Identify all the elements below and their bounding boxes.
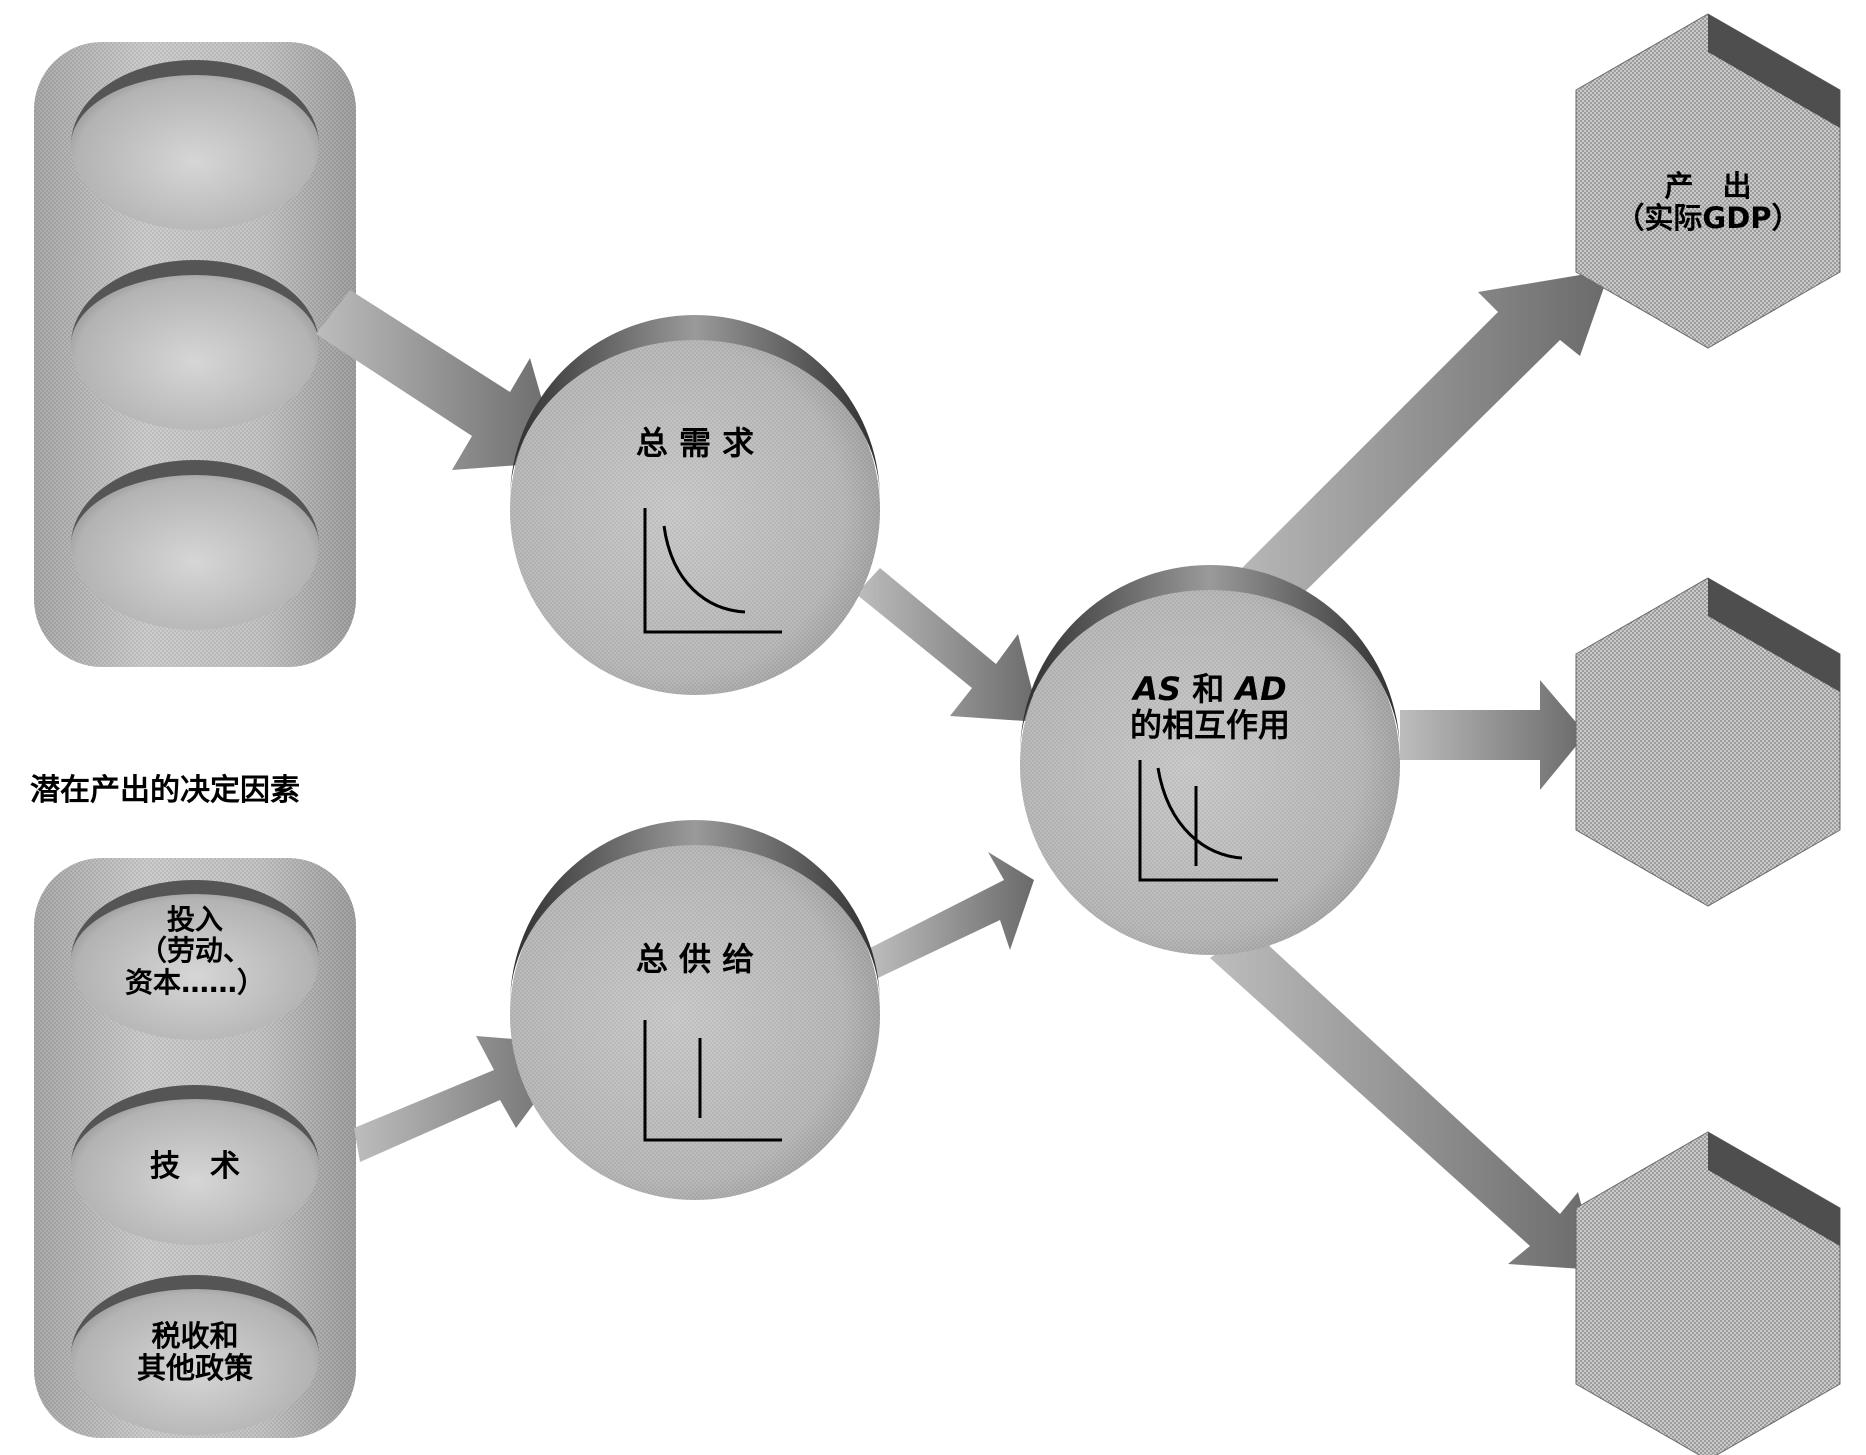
- output-hexagon-1: [1575, 13, 1841, 349]
- ad-abbr: AD: [1235, 670, 1287, 708]
- as-abbr: AS: [1133, 670, 1182, 708]
- output-hexagon-2: [1575, 577, 1841, 907]
- aggregate-supply-sphere: [510, 820, 880, 1200]
- left-top-oval-3: [71, 460, 319, 630]
- aggregate-demand-sphere: [510, 315, 880, 695]
- oval-label-technology: 技 术: [150, 1149, 240, 1184]
- oval-label-inputs: 投入 （劳动、 资本……）: [105, 904, 285, 998]
- left-top-cylinder: [34, 42, 356, 667]
- and-word: 和: [1192, 670, 1225, 708]
- supply-demand-intersection-icon: [1138, 760, 1278, 882]
- output-label-line1: 产 出: [1664, 169, 1752, 203]
- oval-label-inputs-line2: （劳动、: [138, 934, 251, 968]
- output-label-real-gdp: 产 出 （实际GDP）: [1600, 170, 1816, 235]
- interaction-label-line2: 的相互作用: [1129, 705, 1290, 744]
- left-top-oval-2: [71, 260, 319, 430]
- output-hexagon-3: [1575, 1131, 1841, 1455]
- arrow-demand-to-interaction: [856, 568, 1040, 722]
- oval-label-inputs-line1: 投入: [166, 903, 223, 936]
- left-top-oval-1: [71, 60, 319, 230]
- arrow-inputs-to-demand: [316, 290, 560, 470]
- interaction-label: AS 和 AD 的相互作用: [1090, 670, 1330, 744]
- left-bottom-cylinder: [34, 858, 356, 1438]
- oval-label-tax-policy: 税收和 其他政策: [105, 1320, 285, 1385]
- aggregate-supply-label: 总 供 给: [635, 940, 755, 978]
- left-bottom-oval-3: [71, 1275, 319, 1435]
- arrow-interaction-to-output3: [1210, 930, 1598, 1270]
- arrows: [316, 270, 1610, 1270]
- interaction-label-line1: AS 和 AD: [1090, 670, 1330, 708]
- downward-sloping-demand-curve-icon: [643, 508, 782, 634]
- left-bottom-oval-1: [71, 880, 319, 1040]
- oval-label-tax-line2: 其他政策: [136, 1351, 253, 1386]
- arrow-supply-to-interaction: [870, 852, 1034, 978]
- oval-label-tax-line1: 税收和: [151, 1319, 239, 1353]
- aggregate-demand-label: 总 需 求: [635, 424, 755, 462]
- section-label-potential-output: 潜在产出的决定因素: [30, 773, 300, 808]
- oval-label-inputs-line3: 资本……）: [124, 965, 265, 999]
- vertical-supply-line-icon: [643, 1020, 782, 1142]
- left-bottom-oval-2: [71, 1085, 319, 1245]
- interaction-sphere: [1020, 565, 1400, 955]
- arrow-interaction-to-output2: [1400, 680, 1586, 790]
- output-label-line2: （实际GDP）: [1615, 201, 1801, 236]
- arrow-interaction-to-output1: [1212, 270, 1610, 634]
